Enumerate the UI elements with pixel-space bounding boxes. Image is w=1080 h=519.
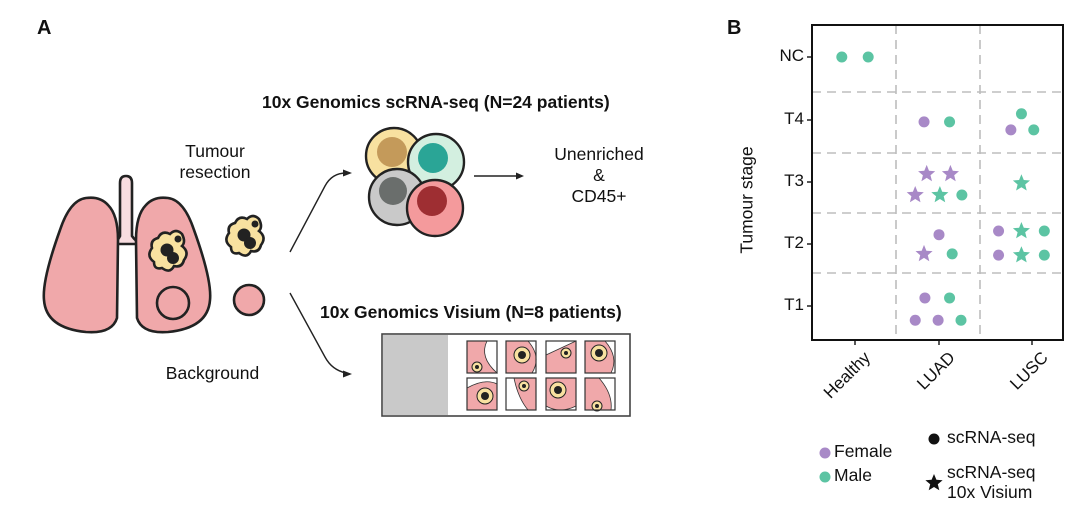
capture-area [545,340,577,374]
point-luad-t3-male-star [931,186,949,203]
point-lusc-t2-female-circle [993,249,1005,261]
capture-area [584,340,616,374]
background-label: Background [165,363,260,383]
y-tick-label-t1: T1 [784,295,804,314]
point-luad-t3-female-star [906,186,924,203]
cell-cluster [364,126,466,238]
capture-area [505,340,537,374]
point-lusc-t4-male-circle [1015,108,1027,120]
tumour-in-lung [148,229,188,272]
point-luad-t1-female-circle [909,314,921,326]
point-lusc-t4-male-circle [1028,124,1040,136]
slide-label-area [383,335,448,415]
legend-circle-symbol [928,433,940,445]
point-lusc-t2-male-star [1012,222,1030,239]
capture-area [584,377,616,412]
grid-lines [812,25,1063,340]
point-healthy-nc-male-circle [862,51,874,63]
capture-area [505,377,537,411]
point-luad-t3-female-star [918,164,936,182]
point-lusc-t4-female-circle [1005,124,1017,136]
capture-areas [466,340,616,412]
panel-a-label: A [37,17,52,39]
y-axis-label: Tumour stage [736,146,757,254]
capture-area [466,340,499,374]
y-tick-label-nc: NC [779,46,804,65]
point-healthy-nc-male-circle [836,51,848,63]
point-luad-t1-male-circle [955,314,967,326]
point-luad-t3-male-circle [956,189,968,201]
point-lusc-t2-male-circle [1038,225,1050,237]
visium-slide [381,333,631,417]
legend-female-label: Female [834,441,893,461]
point-luad-t1-female-circle [932,314,944,326]
background-region-outline [155,285,191,321]
point-luad-t2-female-star [915,244,933,262]
legend-symbols [819,433,943,491]
resected-background [232,283,266,317]
legend-scrnaseq-label: scRNA-seq [947,427,1036,447]
scrnaseq-title: 10x Genomics scRNA-seq (N=24 patients) [262,92,610,112]
point-lusc-t3-male-star [1012,174,1030,191]
capture-area [545,377,577,411]
left-lung [42,196,120,334]
arrow-to-visium-head [343,370,352,378]
point-luad-t1-female-circle [919,292,931,304]
point-luad-t4-male-circle [944,116,956,128]
y-tick-label-t3: T3 [784,171,804,190]
legend-visium-label: scRNA-seq 10x Visium [947,462,1036,502]
resected-tumour [225,214,265,257]
visium-title: 10x Genomics Visium (N=8 patients) [320,302,622,322]
point-lusc-t2-female-circle [993,225,1005,237]
point-luad-t1-male-circle [944,292,956,304]
arrow-to-enrichment-head [516,172,524,180]
panel-b-label: B [727,17,742,39]
tumour-resection-label: Tumour resection [179,141,251,182]
capture-area [466,377,498,411]
point-lusc-t2-male-star [1012,246,1030,263]
legend-male-swatch [819,471,831,483]
point-luad-t2-female-circle [933,229,945,241]
arrow-to-scrnaseq-head [343,169,352,177]
arrows [289,169,524,378]
data-points [836,51,1050,326]
enrichment-label: Unenriched & CD45+ [554,144,644,206]
legend-star-symbol [925,474,943,491]
legend-male-label: Male [834,465,872,485]
y-tick-label-t4: T4 [784,109,804,128]
point-luad-t3-female-star [941,164,959,182]
legend-female-swatch [819,447,831,459]
point-luad-t4-female-circle [918,116,930,128]
point-luad-t2-male-circle [946,248,958,260]
axis-ticks [807,56,1033,345]
y-tick-label-t2: T2 [784,233,804,252]
point-lusc-t2-male-circle [1038,249,1050,261]
